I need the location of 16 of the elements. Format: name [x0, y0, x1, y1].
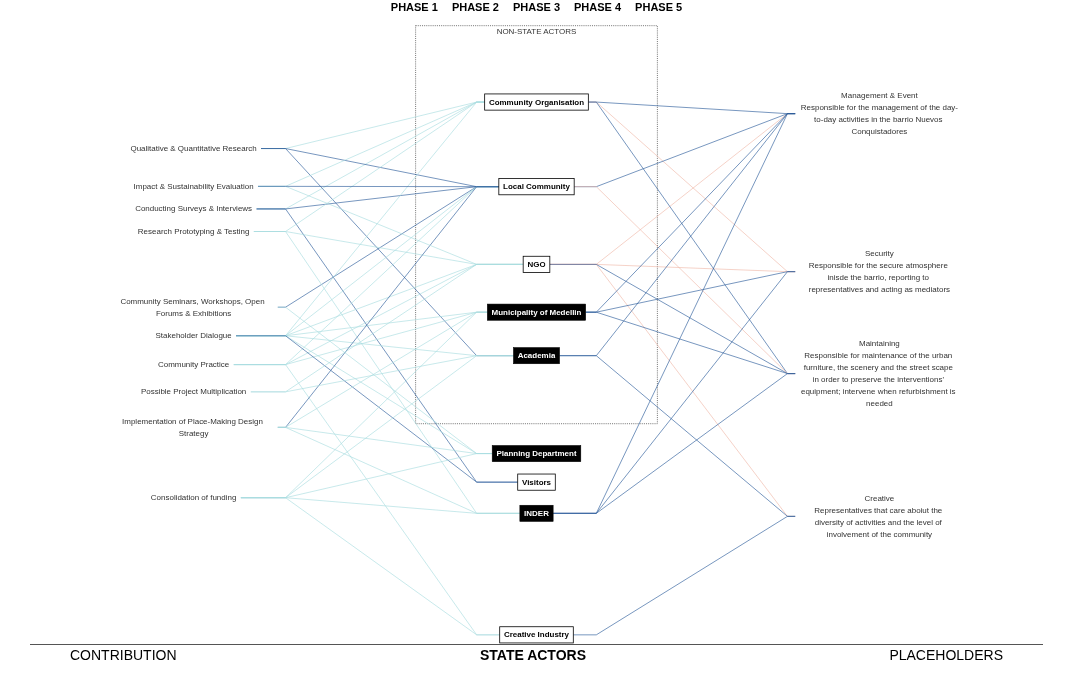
phase-heading: PHASE 2 — [451, 1, 499, 13]
phase-heading: PHASE 1 — [390, 1, 438, 13]
connector — [256, 186, 500, 210]
connector — [257, 186, 500, 187]
connector — [552, 373, 796, 514]
phase-heading: PHASE 4 — [574, 1, 622, 13]
column-heading: STATE ACTORS — [479, 647, 586, 663]
phase-heading: PHASE 5 — [635, 1, 683, 13]
column-heading: CONTRIBUTION — [70, 647, 177, 663]
connector — [253, 231, 521, 514]
connector — [552, 113, 796, 514]
column-heading: PLACEHOLDERS — [889, 647, 1003, 663]
connector — [250, 355, 514, 393]
connector — [573, 516, 796, 636]
connector — [277, 427, 521, 514]
phase-heading: PHASE 3 — [512, 1, 561, 13]
